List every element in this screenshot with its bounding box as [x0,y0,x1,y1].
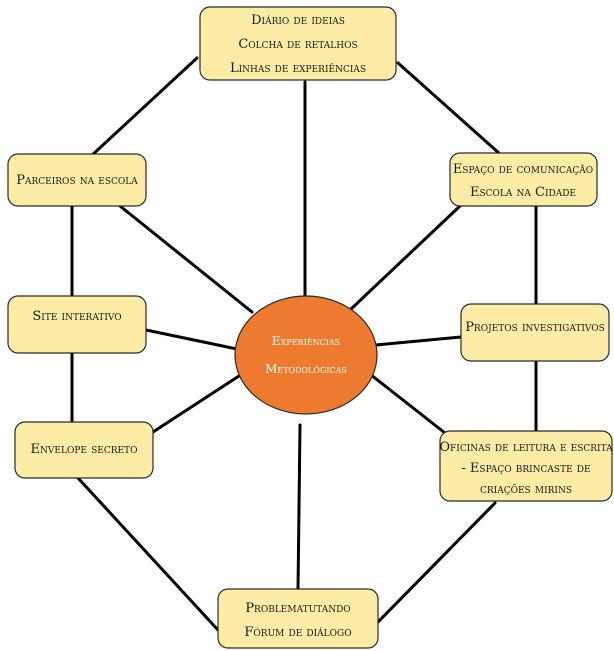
node-oficinas-line-3: criações mirins [480,482,572,497]
node-projetos-label: Projetos investigativos [465,320,605,335]
edge-top-espaco [396,61,502,156]
node-bottom: Problematutando Fórum de diálogo [217,588,379,649]
node-parceiros: Parceiros na escola [7,153,147,207]
edge-hub-bottom [296,423,302,592]
node-top-line-1: Diário de ideias [251,13,345,28]
node-envelope-label: Envelope secreto [31,442,138,457]
node-oficinas: Oficinas de leitura e escrita - Espaço b… [439,430,613,502]
node-envelope: Envelope secreto [14,421,154,479]
node-site: Site interativo [7,295,147,354]
node-top-line-3: Linhas de experiências [230,61,366,76]
hub-node: Experiências Metodológicas [234,295,378,415]
connector-lines [70,56,538,632]
node-site-label: Site interativo [32,309,121,324]
edge-hub-site [144,328,239,351]
edge-hub-espaco [348,204,462,312]
edge-hub-parceiros [118,204,254,314]
node-projetos: Projetos investigativos [460,303,610,362]
hub-label-line-2: Metodológicas [265,362,347,376]
node-oficinas-line-2: - Espaço brincaste de [461,461,590,476]
node-bottom-line-2: Fórum de diálogo [244,625,351,640]
node-espaco-line-1: Espaço de comunicação [453,162,593,177]
node-espaco: Espaço de comunicação Escola na Cidade [449,152,598,207]
node-bottom-line-1: Problematutando [245,601,350,616]
edge-envelope-bottom [76,476,220,632]
node-espaco-line-2: Escola na Cidade [470,185,576,200]
edge-hub-projetos [374,335,463,347]
edge-hub-oficinas [364,369,447,435]
node-parceiros-label: Parceiros na escola [16,173,138,188]
node-oficinas-line-1: Oficinas de leitura e escrita [439,440,613,455]
edge-hub-envelope [151,372,244,434]
node-top: Diário de ideias Colcha de retalhos Linh… [199,6,397,81]
edge-top-parceiros [88,56,199,159]
hub-label-line-1: Experiências [272,334,340,348]
node-top-line-2: Colcha de retalhos [238,37,357,52]
edge-oficinas-bottom [376,501,497,624]
